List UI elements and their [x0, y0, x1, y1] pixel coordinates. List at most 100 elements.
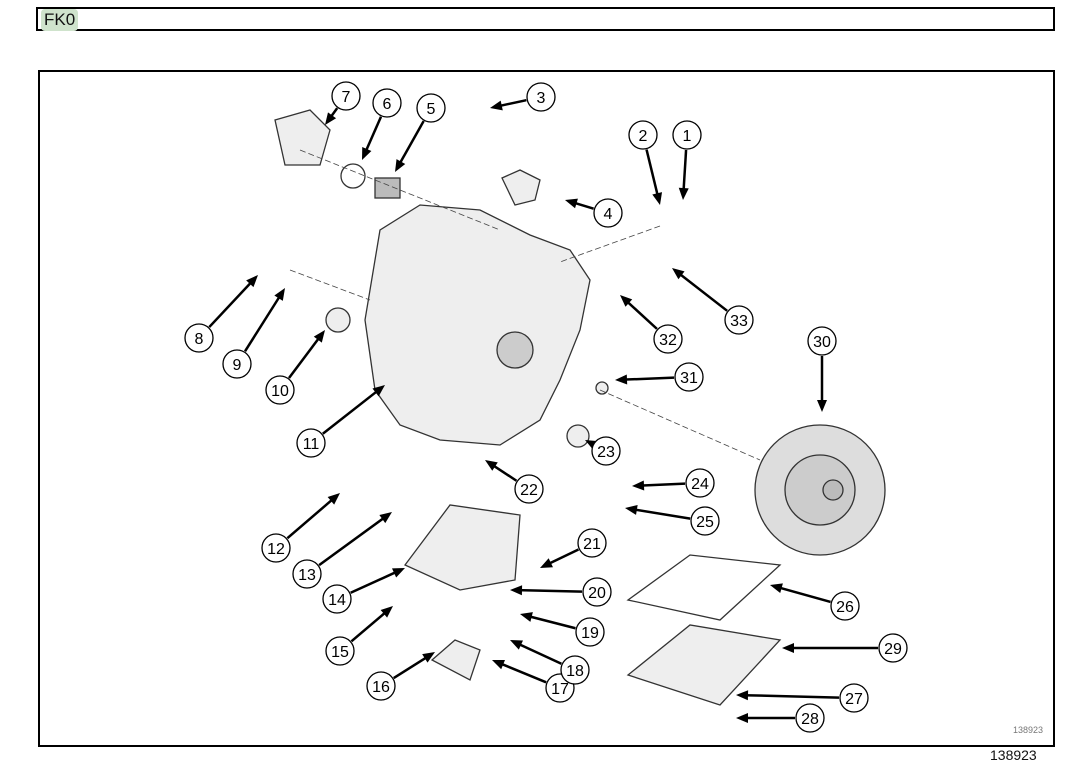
callout-number: 17 [551, 681, 569, 698]
callout-number: 6 [383, 96, 392, 113]
callout-number: 21 [583, 536, 601, 553]
callout-number: 10 [271, 383, 289, 400]
input-shaft [496, 331, 534, 369]
callout-10: 10 [265, 330, 325, 405]
callout-arrow [639, 482, 686, 487]
callout-number: 18 [566, 663, 584, 680]
callout-number: 31 [680, 370, 698, 387]
callout-number: 28 [801, 711, 819, 728]
callout-14: 14 [322, 568, 405, 614]
callout-number: 2 [639, 128, 648, 145]
callout-number: 1 [683, 128, 692, 145]
callout-29: 29 [782, 633, 908, 663]
transmission-housing [364, 204, 591, 446]
callout-arrow [243, 294, 282, 352]
arrow-head [372, 385, 385, 397]
callout-circle [296, 428, 326, 458]
callout-31: 31 [615, 362, 704, 392]
arrow-head [540, 558, 553, 568]
callout-number: 15 [331, 644, 349, 661]
arrow-head [736, 713, 748, 723]
callout-circle [331, 81, 361, 111]
figure-reference: 138923 [990, 747, 1037, 763]
callout-arrow [677, 271, 728, 312]
callout-15: 15 [325, 606, 393, 666]
callout-number: 12 [267, 541, 285, 558]
callout-32: 32 [620, 295, 683, 354]
callout-circle [325, 636, 355, 666]
callout-number: 25 [696, 514, 714, 531]
arrow-head [652, 192, 663, 205]
callout-circle [690, 506, 720, 536]
callout-2: 2 [628, 120, 663, 205]
section-code-badge: FK0 [41, 9, 79, 31]
arrow-head [490, 100, 503, 111]
callout-7: 7 [325, 81, 361, 125]
callout-number: 9 [233, 357, 242, 374]
arrow-head [510, 640, 523, 650]
callout-number: 23 [597, 444, 615, 461]
callout-circle [322, 584, 352, 614]
callout-arrow [777, 585, 831, 604]
callout-26: 26 [770, 583, 860, 621]
callout-circle [514, 474, 544, 504]
callout-3: 3 [490, 82, 556, 112]
arrow-head [395, 159, 406, 172]
callout-circle [807, 326, 837, 356]
callout-arrow [286, 497, 335, 540]
callout-number: 24 [691, 476, 709, 493]
arrow-head [625, 504, 638, 515]
callout-arrow [622, 376, 675, 381]
callout-arrow [516, 642, 562, 665]
callout-number: 27 [845, 691, 863, 708]
callout-20: 20 [510, 577, 612, 607]
callout-number: 8 [195, 331, 204, 348]
arrow-head [485, 460, 498, 471]
callout-33: 33 [672, 268, 754, 335]
arrow-head [620, 295, 633, 307]
callout-number: 14 [328, 592, 346, 609]
oil-pan-gasket [626, 554, 782, 621]
callout-number: 22 [520, 482, 538, 499]
callout-circle [795, 703, 825, 733]
callout-arrow [397, 120, 425, 166]
callout-8: 8 [184, 275, 258, 353]
callout-arrow [546, 548, 580, 566]
callout-24: 24 [632, 468, 715, 498]
callout-circle [366, 671, 396, 701]
callout-circle [653, 324, 683, 354]
callout-circle [591, 436, 621, 466]
callout-circle [674, 362, 704, 392]
callout-arrow [364, 116, 383, 154]
callout-number: 30 [813, 334, 831, 351]
valve-body [403, 504, 521, 591]
callout-circle [878, 633, 908, 663]
callout-13: 13 [292, 512, 392, 589]
callout-arrow [517, 588, 583, 593]
callout-number: 16 [372, 679, 390, 696]
callout-circle [526, 82, 556, 112]
callout-23: 23 [585, 436, 621, 466]
callout-number: 7 [342, 89, 351, 106]
filter-cartridge [374, 177, 401, 199]
callout-circle [628, 120, 658, 150]
callout-number: 19 [581, 625, 599, 642]
callout-28: 28 [736, 703, 825, 733]
callout-circle [830, 591, 860, 621]
parts [274, 109, 886, 706]
callout-27: 27 [736, 683, 869, 713]
callout-arrow [527, 614, 576, 630]
callout-arrow [208, 279, 254, 328]
callout-circle [724, 305, 754, 335]
callout-arrow [350, 610, 388, 643]
callout-circle [575, 617, 605, 647]
callout-1: 1 [672, 120, 702, 200]
callout-circle [577, 528, 607, 558]
callout-arrow [498, 661, 547, 684]
callout-circle [839, 683, 869, 713]
callout-number: 20 [588, 585, 606, 602]
figure-inner-reference: 138923 [1012, 725, 1043, 735]
callout-4: 4 [565, 198, 623, 228]
callout-circle [560, 655, 590, 685]
